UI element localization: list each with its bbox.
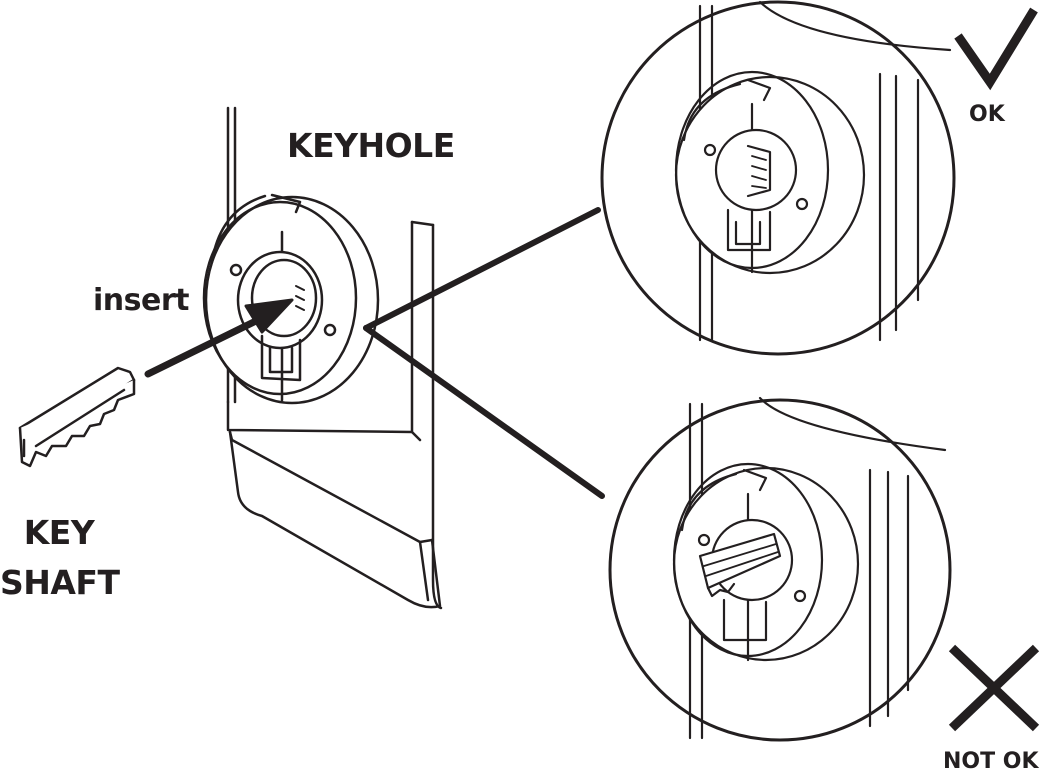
- insert-label: insert: [93, 283, 189, 318]
- keyhole-label: KEYHOLE: [287, 126, 455, 165]
- key-shaft: [18, 366, 136, 468]
- insert-arrow: [144, 298, 294, 378]
- ok-label: OK: [969, 102, 1005, 127]
- key-shaft-label-line2: SHAFT: [0, 563, 120, 602]
- cross-mark-icon: [948, 644, 1040, 732]
- check-mark-icon: [954, 7, 1038, 91]
- not-ok-label: NOT OK: [943, 749, 1039, 774]
- key-shaft-label-line1: KEY: [23, 513, 95, 552]
- detail-circle-not-ok: [608, 396, 952, 742]
- key-shaft-label: KEY SHAFT: [0, 508, 120, 608]
- callout-leader-lines: [363, 207, 605, 499]
- detail-circle-ok: [600, 0, 956, 356]
